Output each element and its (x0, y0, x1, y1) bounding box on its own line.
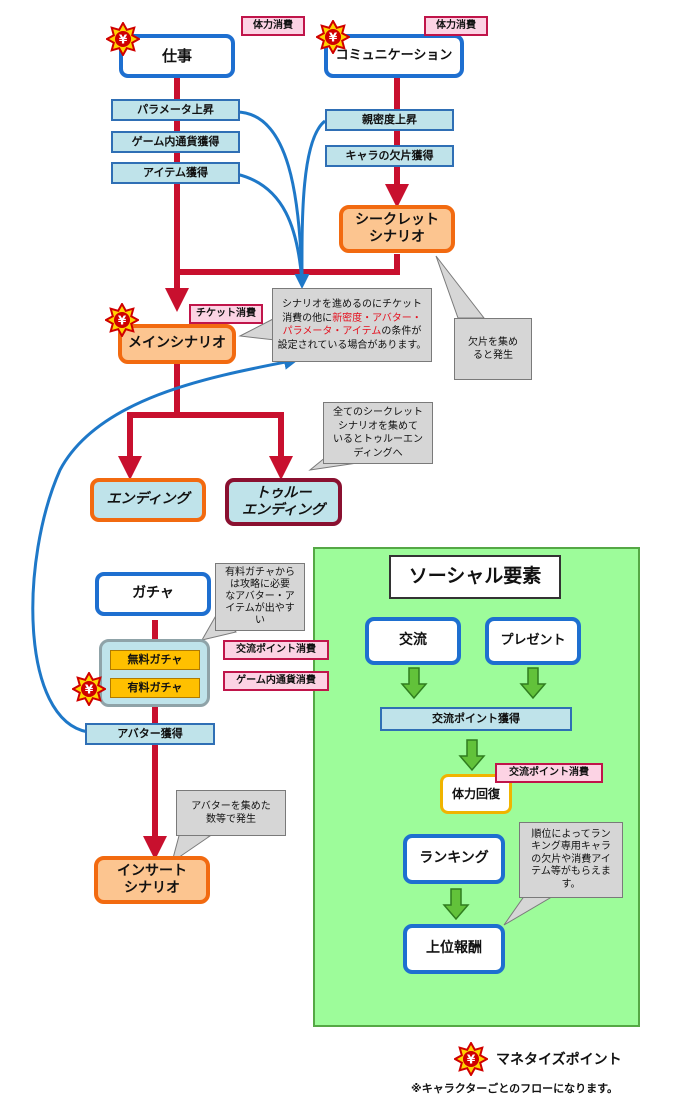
reward-node: 上位報酬 (403, 924, 505, 974)
yen-icon: ¥ (316, 20, 350, 54)
paid-gacha: 有料ガチャ (110, 678, 200, 698)
yen-icon: ¥ (106, 22, 140, 56)
secret-scenario-node: シークレット シナリオ (339, 205, 455, 253)
svg-text:¥: ¥ (467, 1053, 476, 1067)
work-result-param: パラメータ上昇 (111, 99, 240, 121)
comm-label: コミュニケーション (335, 47, 453, 63)
main-cost-tag: チケット消費 (189, 304, 263, 324)
legend-label: マネタイズポイント (496, 1052, 622, 1068)
arrow-present (519, 667, 547, 700)
yen-icon: ¥ (454, 1042, 488, 1076)
ref-item (235, 172, 304, 283)
svg-text:¥: ¥ (329, 31, 338, 45)
comm-result-fragment: キャラの欠片獲得 (325, 145, 454, 167)
arrow-ranking (442, 888, 470, 921)
exchange-node: 交流 (365, 617, 461, 665)
gacha-node: ガチャ (95, 572, 211, 616)
arrow-exchange (400, 667, 428, 700)
ref-avatar (31, 354, 299, 734)
main-scenario-node: メインシナリオ (118, 324, 236, 364)
legend-note: ※キャラクターごとのフローになります。 (411, 1082, 619, 1095)
arrow-main-split (118, 362, 180, 480)
comm-cost-tag: 体力消費 (424, 16, 488, 36)
insert-scenario-node: インサート シナリオ (94, 856, 210, 904)
svg-text:¥: ¥ (119, 33, 128, 47)
true-ending-note: 全てのシークレット シナリオを集めて いるとトゥルーエン ディングへ (323, 402, 433, 464)
comm-result-affinity: 親密度上昇 (325, 109, 454, 131)
work-cost-tag: 体力消費 (241, 16, 305, 36)
secret-note: 欠片を集め ると発生 (454, 318, 532, 380)
free-gacha-cost: 交流ポイント消費 (223, 640, 329, 660)
work-result-item: アイテム獲得 (111, 162, 240, 184)
ref-affinity (294, 119, 327, 289)
main-note: シナリオを進めるのにチケット 消費の他に新密度・アバター・ パラメータ・アイテム… (272, 288, 432, 362)
ranking-note: 順位によってラン キング専用キャラ の欠片や消費アイ テム等がもらえま す。 (519, 822, 623, 898)
pointer-secret-note (435, 255, 486, 319)
arrow-to-true (177, 412, 293, 480)
free-gacha: 無料ガチャ (110, 650, 200, 670)
recover-cost-tag: 交流ポイント消費 (495, 763, 603, 783)
avatar-gain: アバター獲得 (85, 723, 215, 745)
social-title: ソーシャル要素 (389, 555, 561, 599)
true-ending-node: トゥルー エンディング (225, 478, 342, 526)
paid-gacha-cost: ゲーム内通貨消費 (223, 671, 329, 691)
exchange-points-gain: 交流ポイント獲得 (380, 707, 572, 731)
comm-node: コミュニケーション (324, 34, 464, 78)
ref-param (235, 110, 304, 283)
ranking-node: ランキング (403, 834, 505, 884)
present-node: プレゼント (485, 617, 581, 665)
insert-note: アバターを集めた 数等で発生 (176, 790, 286, 836)
svg-text:¥: ¥ (118, 314, 127, 328)
arrow-secret-join (177, 254, 400, 275)
svg-text:¥: ¥ (85, 683, 94, 697)
yen-icon: ¥ (72, 672, 106, 706)
work-result-currency: ゲーム内通貨獲得 (111, 131, 240, 153)
gacha-note: 有料ガチャから は攻略に必要 なアバター・ア イテムが出やす い (215, 563, 305, 631)
arrow-points (458, 739, 486, 772)
yen-icon: ¥ (105, 303, 139, 337)
ending-node: エンディング (90, 478, 206, 522)
work-label: 仕事 (161, 46, 192, 65)
work-node: 仕事 (119, 34, 235, 78)
